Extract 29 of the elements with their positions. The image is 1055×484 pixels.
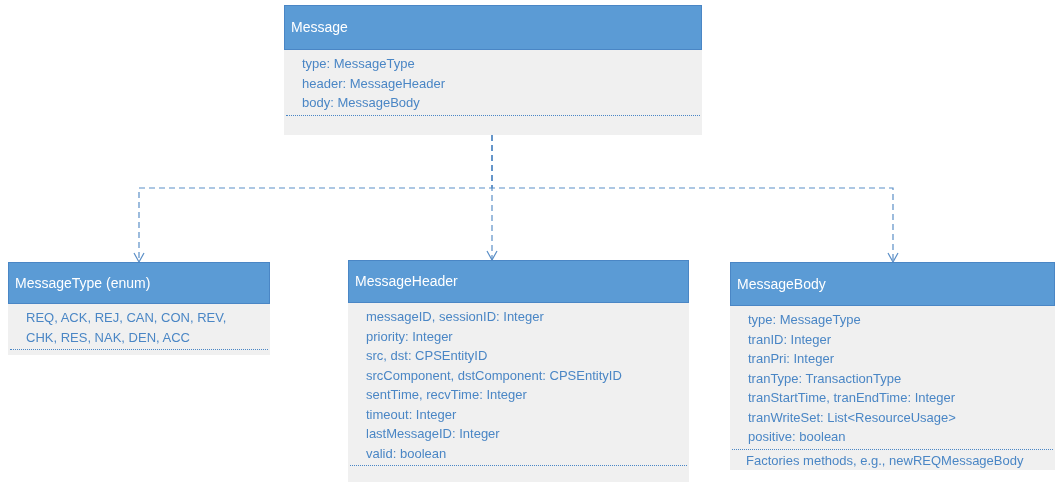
attribute-text: REQ, ACK, REJ, CAN, CON, REV, CHK, RES, NAK, DEN, ACC <box>26 309 228 347</box>
attribute-text: messageID, sessionID: Integer <box>366 308 545 326</box>
attribute-text: src, dst: CPSEntityID <box>366 347 489 365</box>
attribute-text: priority: Integer <box>366 327 454 346</box>
attribute-text: tranStartTime, tranEndTime: Integer <box>748 389 957 407</box>
attribute-text: tranWriteSet: List<ResourceUsage> <box>748 408 957 427</box>
attribute-text: tranType: TransactionType <box>748 369 903 388</box>
class-name: Message <box>291 18 348 37</box>
class-name: MessageType (enum) <box>15 273 151 293</box>
attribute-text: timeout: Integer <box>366 405 458 424</box>
attribute-text: header: MessageHeader <box>302 74 447 93</box>
attribute-text: valid: boolean <box>366 444 448 463</box>
attribute-text: type: MessageType <box>748 311 862 329</box>
attribute-text: tranID: Integer <box>748 330 833 349</box>
attribute-text: sentTime, recvTime: Integer <box>366 386 528 404</box>
attribute-text: positive: boolean <box>748 428 847 446</box>
method-text: Factories methods, e.g., newREQMessageBody <box>746 451 1025 470</box>
attribute-text: type: MessageType <box>302 55 416 73</box>
class-box <box>284 5 702 135</box>
attribute-text: tranPri: Integer <box>748 350 835 368</box>
attribute-text: lastMessageID: Integer <box>366 425 501 443</box>
class-box <box>348 260 689 482</box>
attribute-text: body: MessageBody <box>302 94 421 112</box>
attribute-text: srcComponent, dstComponent: CPSEntityID <box>366 366 623 385</box>
dependency-arrow <box>491 134 899 263</box>
class-box <box>730 262 1055 470</box>
class-name: MessageBody <box>737 274 826 294</box>
class-box <box>8 262 270 355</box>
class-name: MessageHeader <box>355 272 458 291</box>
